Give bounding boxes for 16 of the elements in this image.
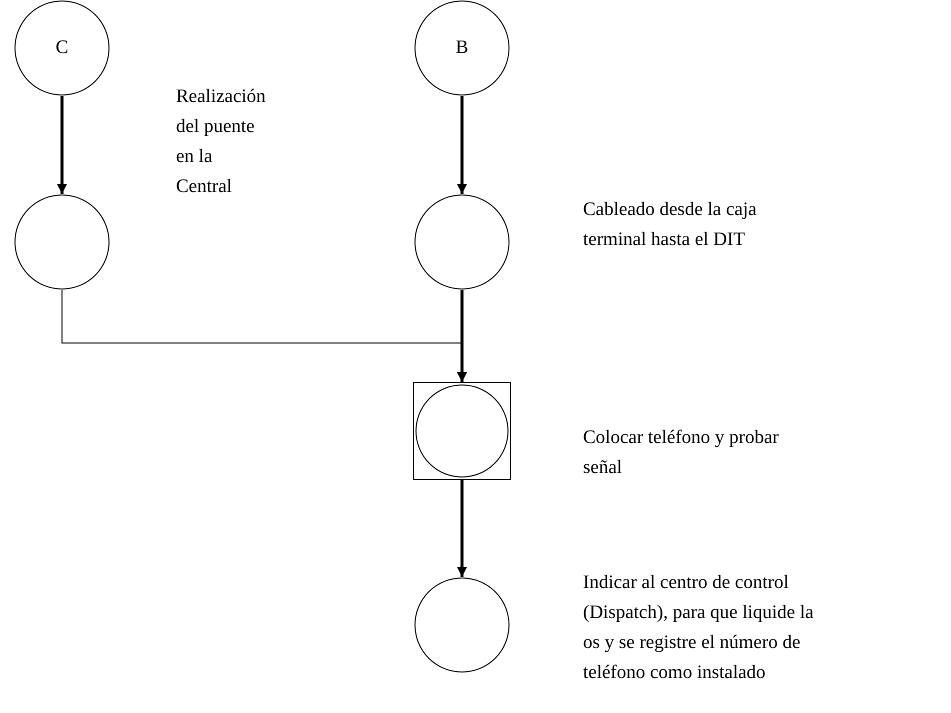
circle-node <box>14 194 110 290</box>
circle-node <box>414 577 510 673</box>
arrow <box>457 480 467 577</box>
circle-node <box>414 0 510 96</box>
step-description: Realización del puente en la Central <box>176 85 267 199</box>
node-label: B <box>456 37 468 59</box>
step-description: Indicar al centro de control (Dispatch), para que liquide la os y se registre el número de teléfono como instalado <box>583 571 815 685</box>
circle-node <box>414 194 510 290</box>
square-with-circle <box>413 382 511 480</box>
node-label: C <box>56 37 68 59</box>
step-description: Cableado desde la caja terminal hasta el DIT <box>583 198 758 252</box>
arrow <box>57 96 67 194</box>
circle-node <box>14 0 110 96</box>
arrow <box>457 290 467 382</box>
step-description: Colocar teléfono y probar señal <box>583 426 780 480</box>
arrow <box>457 96 467 194</box>
